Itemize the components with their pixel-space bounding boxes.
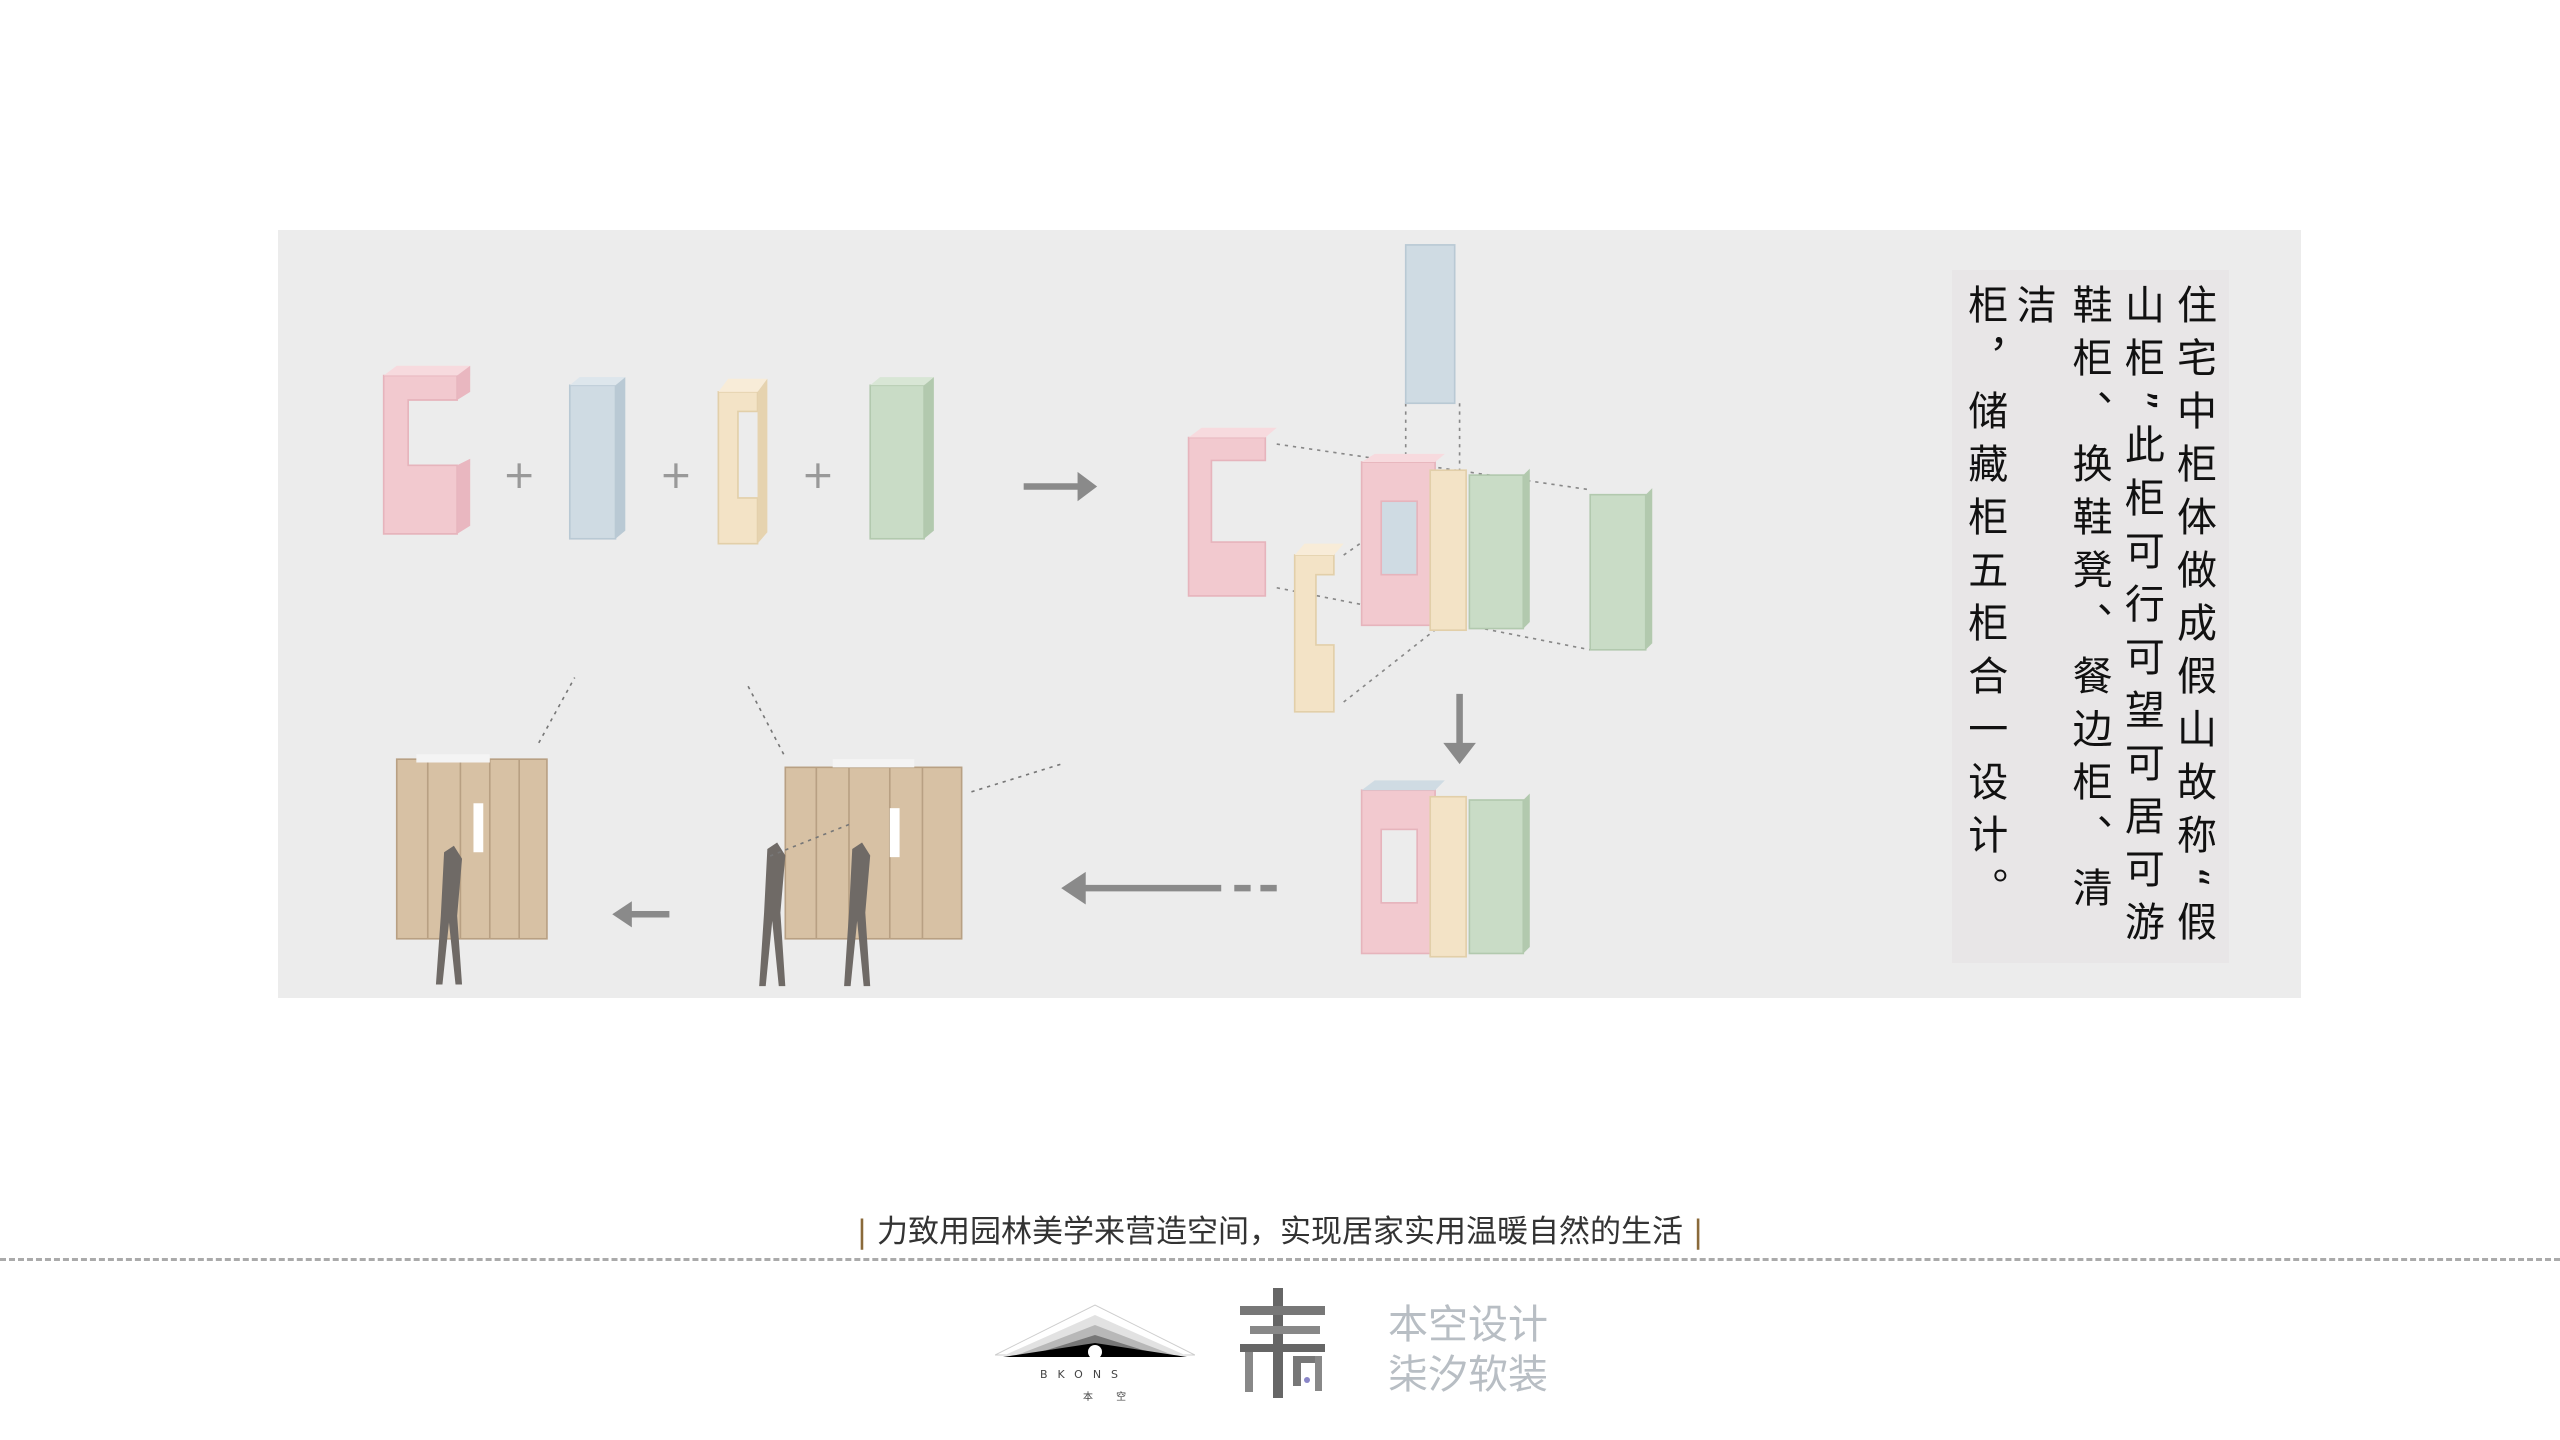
tagline-text: 力致用园林美学来营造空间，实现居家实用温暖自然的生活 bbox=[877, 1214, 1683, 1250]
bkons-logo bbox=[995, 1304, 1195, 1359]
logo-cn-text: 本 空 bbox=[1083, 1392, 1137, 1403]
description-column: 住宅中柜体做成假山故称“假 bbox=[2170, 284, 2217, 954]
description-column: 柜，储藏柜五柜合一设计。 bbox=[1961, 284, 2008, 920]
wood-cabinet-scene-left bbox=[395, 754, 548, 985]
brand-line-2: 柒汐软装 bbox=[1388, 1352, 1548, 1398]
brand-name: 本空设计 柒汐软装 bbox=[1388, 1300, 1548, 1400]
arrow-right-icon bbox=[1023, 471, 1098, 502]
plus-icon: + bbox=[503, 453, 536, 498]
plus-icon: + bbox=[802, 453, 835, 498]
exploded-view bbox=[1187, 244, 1653, 713]
arrow-down-icon bbox=[1443, 693, 1476, 765]
arrow-left-icon bbox=[612, 901, 670, 928]
logo-en-text: BKONS bbox=[1040, 1368, 1129, 1381]
description-text-box: 住宅中柜体做成假山故称“假 山柜”此柜可行可望可居可游 鞋柜、换鞋凳、餐边柜、清… bbox=[1952, 270, 2229, 963]
plus-icon: + bbox=[660, 453, 693, 498]
assembled-cabinet bbox=[1360, 780, 1530, 958]
tagline-divider: | bbox=[1692, 1214, 1704, 1250]
dashed-divider bbox=[0, 1258, 2560, 1261]
component-green-cabinet bbox=[869, 377, 934, 540]
description-column: 鞋柜、换鞋凳、餐边柜、清洁 bbox=[2012, 284, 2112, 920]
component-beige-c-cabinet bbox=[717, 378, 768, 545]
component-pink-c-cabinet bbox=[382, 365, 471, 535]
component-blue-cabinet bbox=[568, 377, 626, 540]
calligraphy-logo bbox=[1240, 1288, 1325, 1398]
arrow-left-icon bbox=[1061, 871, 1282, 905]
brand-line-1: 本空设计 bbox=[1388, 1302, 1548, 1348]
description-column: 山柜”此柜可行可望可居可游 bbox=[2117, 284, 2164, 954]
tagline-divider: | bbox=[856, 1214, 868, 1250]
tagline: | 力致用园林美学来营造空间，实现居家实用温暖自然的生活 | bbox=[0, 1206, 2560, 1251]
wood-cabinet-scene-right bbox=[538, 677, 1062, 987]
